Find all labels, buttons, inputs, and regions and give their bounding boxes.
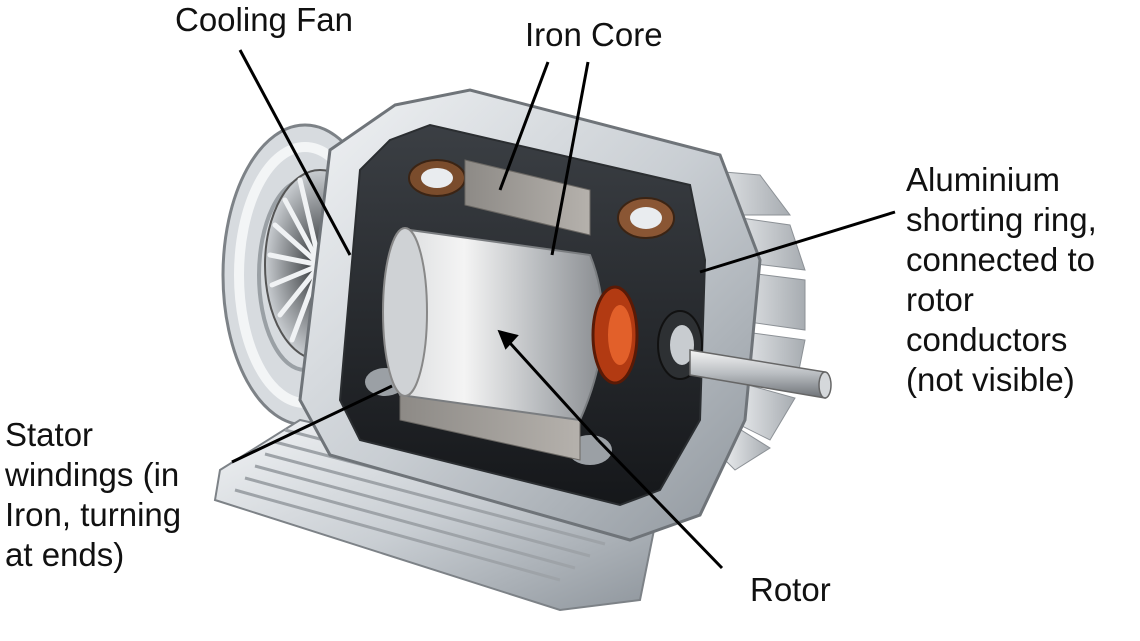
label-line: (not visible): [906, 361, 1075, 398]
rotor-core: [382, 227, 604, 422]
callout-rotor-arrow: [498, 330, 600, 442]
label-line: Aluminium: [906, 161, 1061, 198]
label-line: Stator: [5, 416, 94, 453]
label-line: Rotor: [750, 571, 831, 608]
callout-rotor: [596, 438, 724, 570]
label-line: conductors: [906, 321, 1068, 358]
label-line: rotor: [906, 281, 974, 318]
label-cooling-fan: Cooling Fan: [175, 0, 353, 40]
shaft: [689, 349, 832, 399]
callout-iron-core-right: [550, 61, 590, 256]
label-aluminium-shorting-ring: Aluminium shorting ring, connected to ro…: [906, 160, 1097, 400]
label-line: Cooling Fan: [175, 1, 353, 38]
label-iron-core: Iron Core: [525, 15, 663, 55]
label-line: connected to: [906, 241, 1095, 278]
callout-stator-windings: [231, 384, 393, 464]
label-stator-windings: Stator windings (in Iron, turning at end…: [5, 415, 181, 575]
label-line: at ends): [5, 536, 125, 573]
callout-lines: [231, 49, 896, 570]
label-line: Iron, turning: [5, 496, 182, 533]
callout-rotor-arrowhead: [497, 329, 519, 350]
mounting-base: [213, 418, 662, 612]
shorting-ring: [591, 285, 639, 385]
callout-iron-core-left: [498, 61, 550, 191]
label-rotor: Rotor: [750, 570, 831, 610]
label-line: Iron Core: [525, 16, 663, 53]
label-line: shorting ring,: [906, 201, 1097, 238]
callout-cooling-fan: [238, 49, 352, 256]
callout-aluminium-ring: [699, 210, 896, 274]
label-line: windings (in: [5, 456, 180, 493]
